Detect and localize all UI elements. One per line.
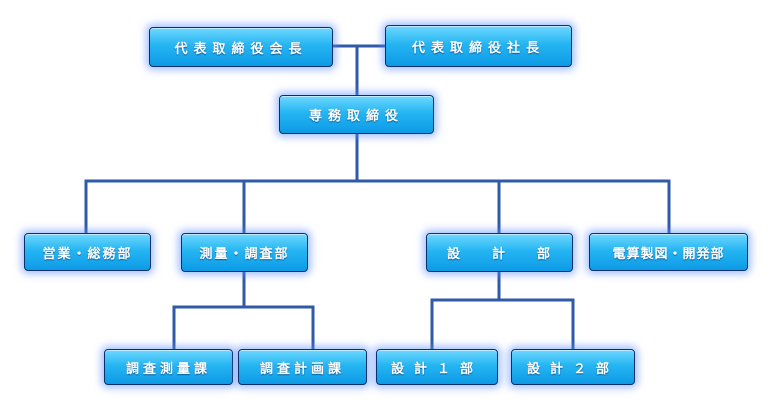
node-planning-section: 調査計画課 — [238, 349, 367, 385]
node-design1: 設計１部 — [376, 349, 498, 385]
node-survey: 測量・調査部 — [181, 233, 308, 272]
node-chairman: 代表取締役会長 — [149, 27, 333, 67]
node-president: 代表取締役社長 — [385, 25, 572, 67]
node-electronic: 電算製図・開発部 — [589, 233, 748, 271]
node-sales: 営業・総務部 — [24, 233, 151, 271]
node-executive: 専務取締役 — [279, 95, 434, 134]
node-survey-section: 調査測量課 — [104, 349, 233, 385]
node-design2: 設計２部 — [511, 349, 635, 385]
node-design: 設 計 部 — [426, 233, 573, 272]
